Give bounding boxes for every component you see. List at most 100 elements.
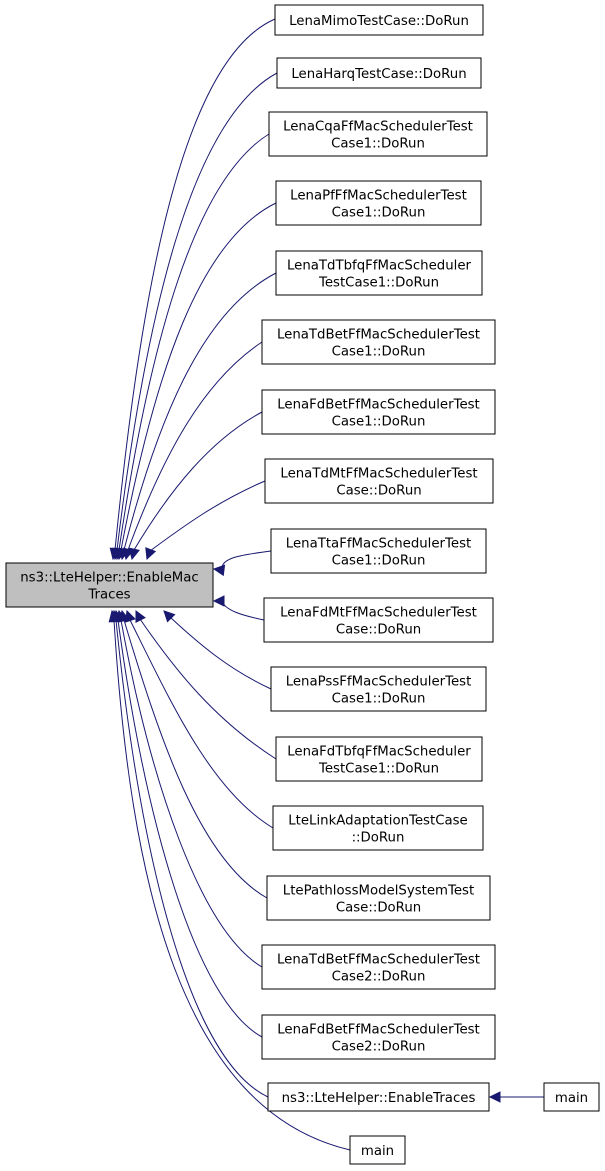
edge-lena-tdmt-to-enable-mac-traces — [145, 480, 266, 561]
edge-line — [163, 610, 272, 690]
node-box — [270, 666, 487, 712]
node-main-2[interactable]: main — [543, 1082, 600, 1112]
edge-lte-link-adaptation-to-enable-mac-traces — [124, 609, 274, 829]
node-label: main — [555, 1091, 588, 1106]
node-label: TestCase1::DoRun — [318, 762, 439, 777]
edge-line — [146, 480, 266, 560]
arrowhead-icon — [212, 595, 225, 607]
edge-line — [121, 272, 277, 560]
edge-lena-pss-to-enable-mac-traces — [163, 610, 272, 690]
node-label: ns3::LteHelper::EnableTraces — [282, 1091, 476, 1106]
edge-lte-pathloss-to-enable-mac-traces — [118, 609, 268, 899]
edge-line — [114, 72, 278, 560]
edge-lena-cqa-to-enable-mac-traces — [113, 133, 270, 561]
node-label: Case1::DoRun — [332, 554, 426, 569]
edge-main-2-to-enable-traces — [488, 1091, 544, 1103]
node-label: LenaTtaFfMacSchedulerTest — [286, 537, 471, 552]
edge-main-1-to-enable-mac-traces — [108, 609, 351, 1151]
edge-lena-fdbet2-to-enable-mac-traces — [112, 609, 263, 1038]
node-enable-traces[interactable]: ns3::LteHelper::EnableTraces — [267, 1082, 490, 1112]
node-label: LenaCqaFfMacSchedulerTest — [283, 120, 473, 135]
arrowhead-icon — [128, 547, 140, 561]
node-label: Case1::DoRun — [332, 206, 426, 221]
node-box — [5, 562, 214, 608]
node-box — [543, 1082, 600, 1112]
node-label: Case2::DoRun — [332, 1040, 426, 1055]
edge-lena-fdmt-to-enable-mac-traces — [212, 595, 265, 621]
node-main-1[interactable]: main — [349, 1135, 406, 1165]
arrowhead-icon — [135, 610, 146, 623]
edge-line — [131, 411, 263, 560]
edge-line — [135, 610, 277, 760]
node-label: Case1::DoRun — [332, 415, 426, 430]
node-label: Case::DoRun — [336, 901, 421, 916]
node-box — [272, 805, 484, 851]
node-box — [270, 528, 487, 574]
node-box — [276, 57, 482, 89]
node-label: main — [361, 1144, 394, 1159]
edge-line — [116, 133, 270, 560]
node-label: LteLinkAdaptationTestCase — [288, 814, 467, 829]
edges-layer — [108, 18, 544, 1151]
node-label: LenaFdBetFfMacSchedulerTest — [277, 1023, 480, 1038]
node-label: LenaMimoTestCase::DoRun — [289, 14, 469, 29]
edge-lena-pf-to-enable-mac-traces — [115, 202, 277, 561]
node-label: Case::DoRun — [336, 484, 421, 499]
edge-line — [125, 341, 263, 560]
node-lena-mimo[interactable]: LenaMimoTestCase::DoRun — [274, 4, 484, 36]
node-label: LenaFdTbfqFfMacScheduler — [287, 745, 471, 760]
node-box — [274, 4, 484, 36]
edge-lena-fdtbfq-to-enable-mac-traces — [135, 610, 277, 760]
edge-line — [112, 18, 276, 560]
node-box — [267, 1082, 490, 1112]
node-box — [266, 875, 491, 921]
edge-lena-tta-to-enable-mac-traces — [212, 550, 272, 577]
node-box — [268, 111, 488, 157]
node-label: Case::DoRun — [336, 623, 421, 638]
node-box — [264, 458, 494, 504]
node-lena-harq[interactable]: LenaHarqTestCase::DoRun — [276, 57, 482, 89]
edge-line — [111, 610, 351, 1151]
node-box — [275, 250, 483, 296]
node-box — [261, 944, 496, 990]
node-label: LenaPssFfMacSchedulerTest — [286, 675, 472, 690]
node-label: LenaTdBetFfMacSchedulerTest — [277, 328, 480, 343]
node-box — [261, 389, 496, 435]
arrowhead-icon — [108, 609, 120, 623]
node-label: LenaTdBetFfMacSchedulerTest — [277, 953, 480, 968]
node-box — [261, 1014, 496, 1060]
arrowhead-icon — [145, 547, 157, 561]
node-box — [263, 597, 494, 643]
node-label: LtePathlossModelSystemTest — [283, 884, 474, 899]
node-box — [275, 736, 483, 782]
node-label: Case1::DoRun — [331, 137, 425, 152]
node-label: ns3::LteHelper::EnableMac — [20, 571, 199, 586]
arrowhead-icon — [163, 610, 176, 623]
node-box — [275, 180, 482, 226]
edge-lena-fdbet1-to-enable-mac-traces — [128, 411, 263, 561]
node-label: LenaTdTbfqFfMacScheduler — [287, 259, 472, 274]
arrowhead-icon — [212, 564, 226, 577]
node-label: LenaTdMtFfMacSchedulerTest — [280, 467, 477, 482]
node-label: LenaPfFfMacSchedulerTest — [290, 189, 467, 204]
node-label: LenaFdMtFfMacSchedulerTest — [280, 606, 477, 621]
node-lte-link-adaptation[interactable]: LteLinkAdaptationTestCase::DoRun — [272, 805, 484, 851]
node-label: Case2::DoRun — [332, 970, 426, 985]
node-box — [349, 1135, 406, 1165]
